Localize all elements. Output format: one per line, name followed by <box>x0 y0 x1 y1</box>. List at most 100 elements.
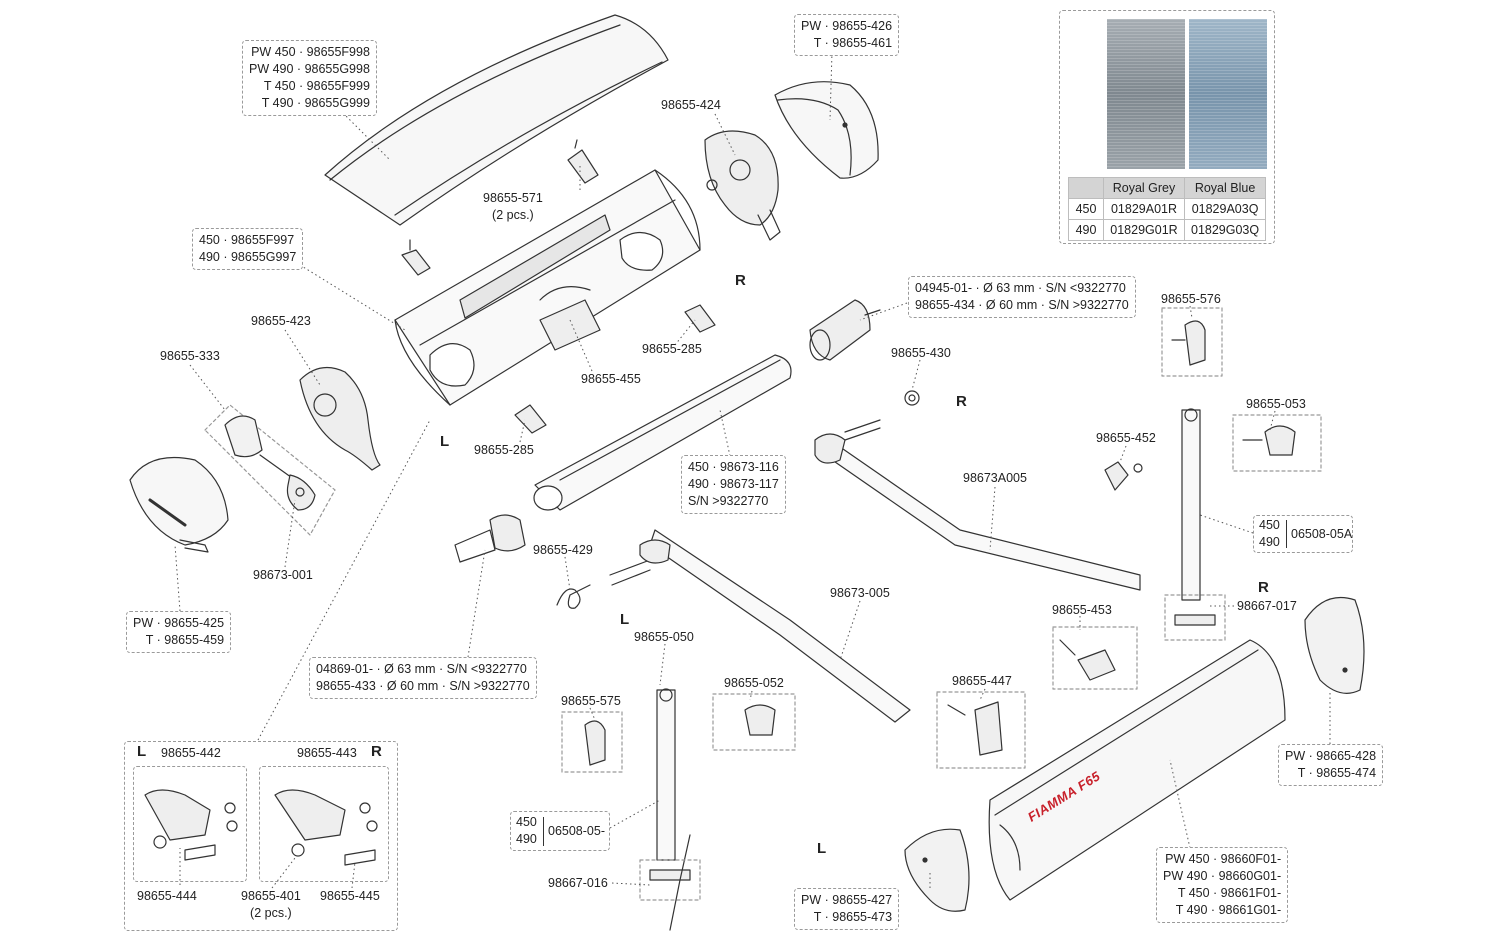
label-arm-left: 98673-005 <box>830 586 890 600</box>
label-line: T · 98655-461 <box>813 36 893 50</box>
label-end-cap-left: PW · 98655-425 T · 98655-459 <box>126 611 232 653</box>
kit-left-frame <box>133 766 247 882</box>
mounting-kit-box: L 98655-442 98655-443 R 98655-444 98655-… <box>124 741 398 931</box>
leg-right-part <box>1164 408 1226 641</box>
label-line: 490 · 98655G997 <box>199 250 297 264</box>
label-575: 98655-575 <box>561 694 621 708</box>
kit-right-frame <box>259 766 389 882</box>
label-code: 06508-05A <box>1291 527 1353 541</box>
label-leg-left: 450 490 06508-05- <box>510 811 610 851</box>
label-053: 98655-053 <box>1246 397 1306 411</box>
fabric-cell: 01829A03Q <box>1183 198 1267 220</box>
fabric-cell: 01829A01R <box>1103 198 1185 220</box>
label-front-cap-right: PW · 98665-428 T · 98655-474 <box>1278 744 1384 786</box>
side-marker-l: L <box>137 743 147 760</box>
fabric-cell: 01829G01R <box>1103 219 1185 241</box>
label-452: 98655-452 <box>1096 431 1156 445</box>
label-424: 98655-424 <box>661 98 721 112</box>
label-line: T 490 · 98661G01- <box>1175 903 1282 917</box>
label-453: 98655-453 <box>1052 603 1112 617</box>
label-line: T 450 · 98661F01- <box>1177 886 1282 900</box>
mounting-kit-parts <box>144 789 378 866</box>
label-line: T 450 · 98655F999 <box>263 79 370 93</box>
label-line: PW · 98655-427 <box>801 893 893 907</box>
label-line: PW · 98665-428 <box>1285 749 1377 763</box>
label-052: 98655-052 <box>724 676 784 690</box>
fabric-header: Royal Blue <box>1183 177 1267 199</box>
label-line: 450 · 98673-116 <box>688 460 779 474</box>
label-443: 98655-443 <box>297 746 357 760</box>
leg-left-part <box>639 688 701 931</box>
leader-lines <box>174 51 1331 889</box>
front-cap-left-part <box>904 828 970 912</box>
end-plug-right-part <box>809 299 881 361</box>
label-code: 06508-05- <box>548 824 605 838</box>
label-423: 98655-423 <box>251 314 311 328</box>
label-plug-left: 04869-01- · Ø 63 mm · S/N <9322770 98655… <box>309 657 537 699</box>
side-marker-l: L <box>817 840 827 857</box>
bracket-453-part <box>1052 626 1138 690</box>
end-cap-left-part <box>129 456 229 553</box>
label-line: PW 450 · 98655F998 <box>251 45 370 59</box>
label-line: PW 490 · 98660G01- <box>1163 869 1282 883</box>
label-size: 450 <box>1259 518 1280 532</box>
top-cover-part <box>324 14 669 226</box>
label-size: 490 <box>1259 535 1280 549</box>
label-444: 98655-444 <box>137 889 197 903</box>
label-001: 98673-001 <box>253 568 313 582</box>
fabric-row: 490 01829G01R 01829G03Q <box>1068 219 1267 241</box>
bracket-575-part <box>561 711 623 773</box>
label-qty: (2 pcs.) <box>250 906 292 920</box>
mechanism-424-part <box>704 130 781 241</box>
label-size: 490 <box>516 832 537 846</box>
label-front-cap-left: PW · 98655-427 T · 98655-473 <box>794 888 900 930</box>
clip-285a-part <box>684 304 716 333</box>
label-line: T · 98655-473 <box>813 910 893 924</box>
label-017: 98667-017 <box>1237 599 1297 613</box>
side-marker-r: R <box>1258 579 1269 596</box>
bracket-053-part <box>1232 414 1322 472</box>
label-333: 98655-333 <box>160 349 220 363</box>
side-marker-r: R <box>371 743 382 760</box>
mechanism-423-part <box>299 366 381 471</box>
label-line: S/N >9322770 <box>688 494 769 508</box>
fabric-cell: 01829G03Q <box>1183 219 1267 241</box>
fabric-header-empty <box>1068 177 1104 199</box>
label-line: T · 98655-459 <box>145 633 225 647</box>
label-end-cap-right: PW · 98655-426 T · 98655-461 <box>794 14 900 56</box>
clip-571b-part <box>401 239 431 276</box>
label-line: T · 98655-474 <box>1297 766 1377 780</box>
awning-case-part <box>394 169 701 406</box>
label-line: T 490 · 98655G999 <box>261 96 370 110</box>
label-leg-right: 450 490 06508-05A <box>1253 515 1353 553</box>
label-429: 98655-429 <box>533 543 593 557</box>
front-rail-part <box>988 639 1286 901</box>
side-marker-r: R <box>956 393 967 410</box>
label-line: 04869-01- · Ø 63 mm · S/N <9322770 <box>316 662 527 676</box>
label-case: 450 · 98655F997 490 · 98655G997 <box>192 228 304 270</box>
label-line: 490 · 98673-117 <box>688 477 779 491</box>
label-size: 450 <box>516 815 537 829</box>
roller-tube-part <box>533 354 792 511</box>
front-cap-right-part <box>1304 596 1365 694</box>
label-430: 98655-430 <box>891 346 951 360</box>
fabric-header: Royal Grey <box>1103 177 1185 199</box>
fabric-header-row: Royal Grey Royal Blue <box>1068 177 1267 199</box>
label-285-b: 98655-285 <box>474 443 534 457</box>
label-arm-right: 98673A005 <box>963 471 1027 485</box>
spring-429-part <box>556 584 591 609</box>
label-576: 98655-576 <box>1161 292 1221 306</box>
label-plug-right: 04945-01- · Ø 63 mm · S/N <9322770 98655… <box>908 276 1136 318</box>
fabric-cell: 490 <box>1068 219 1104 241</box>
label-roller-tube: 450 · 98673-116 490 · 98673-117 S/N >932… <box>681 455 786 514</box>
bracket-mark <box>1281 520 1287 548</box>
side-marker-l: L <box>440 433 450 450</box>
side-marker-r: R <box>735 272 746 289</box>
label-line: 98655-401 <box>241 889 301 903</box>
label-447: 98655-447 <box>952 674 1012 688</box>
clip-571-part <box>567 139 599 184</box>
arm-right-part <box>814 419 1141 591</box>
side-marker-l: L <box>620 611 630 628</box>
label-line: PW · 98655-425 <box>133 616 225 630</box>
